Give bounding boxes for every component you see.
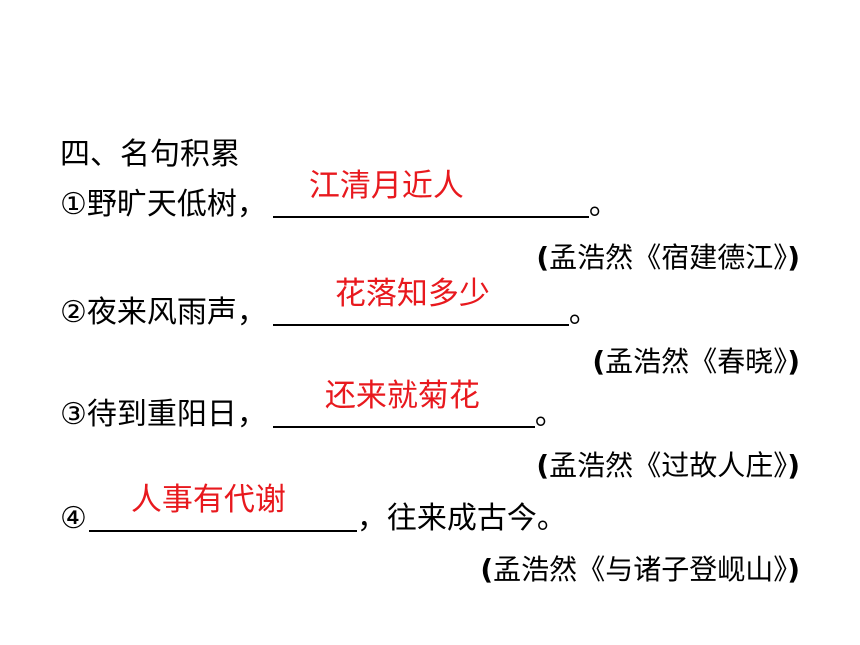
quote-ending: 。 [568, 295, 599, 330]
source-title: 《宿建德江》 [633, 241, 788, 274]
quote-first-half: 待到重阳日， [86, 397, 267, 432]
answer-blank[interactable]: 江清月近人 [272, 168, 589, 218]
item-number: ④ [60, 501, 87, 536]
answer-blank[interactable]: 还来就菊花 [272, 378, 535, 428]
section-heading: 四、名句积累 [60, 137, 240, 172]
source-author: 孟浩然 [493, 553, 578, 586]
answer-text: 人事有代谢 [130, 482, 286, 518]
quote-line-4: ④ 人事有代谢 ，往来成古今。 [60, 482, 567, 538]
source-author: 孟浩然 [549, 241, 634, 274]
quote-ending: 。 [534, 397, 565, 432]
quote-ending: ，往来成古今。 [356, 501, 567, 536]
answer-blank[interactable]: 花落知多少 [272, 276, 569, 326]
source-author: 孟浩然 [605, 345, 690, 378]
quote-line-2: ②夜来风雨声， 花落知多少。 [60, 276, 599, 332]
answer-text: 江清月近人 [308, 168, 464, 204]
source-title: 《过故人庄》 [633, 449, 788, 482]
source-title: 《春晓》 [689, 345, 788, 378]
item-number: ③ [60, 397, 87, 432]
answer-text: 还来就菊花 [324, 378, 480, 414]
quote-first-half: 野旷天低树， [86, 187, 267, 222]
answer-text: 花落知多少 [334, 276, 490, 312]
source-title: 《与诸子登岘山》 [577, 553, 788, 586]
quote-first-half: 夜来风雨声， [86, 295, 267, 330]
answer-blank[interactable]: 人事有代谢 [88, 482, 357, 532]
quote-source-2: (孟浩然《春晓》) [592, 345, 800, 378]
quote-line-1: ①野旷天低树， 江清月近人。 [60, 168, 619, 224]
quote-ending: 。 [588, 187, 619, 222]
item-number: ② [60, 295, 87, 330]
quote-line-3: ③待到重阳日， 还来就菊花。 [60, 378, 565, 434]
quote-source-1: (孟浩然《宿建德江》) [536, 241, 800, 274]
item-number: ① [60, 187, 87, 222]
source-author: 孟浩然 [549, 449, 634, 482]
quote-source-3: (孟浩然《过故人庄》) [536, 449, 800, 482]
quote-source-4: (孟浩然《与诸子登岘山》) [480, 553, 800, 586]
